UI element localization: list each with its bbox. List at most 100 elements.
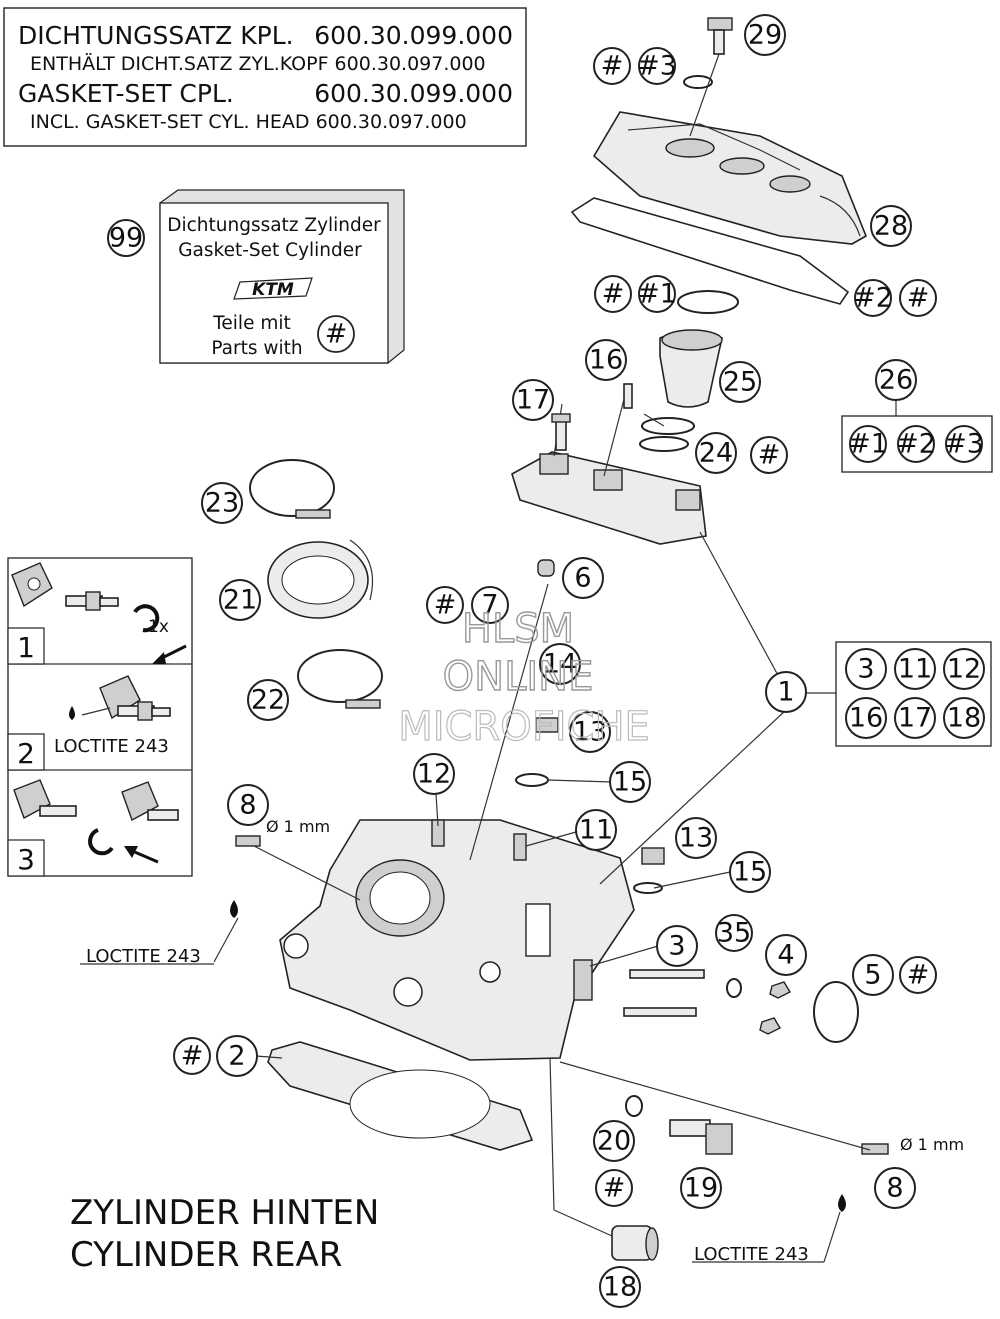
svg-text:1: 1 [777, 677, 794, 708]
jets-8 [230, 835, 889, 1212]
step-2-number: 2 [17, 737, 35, 770]
callout-layer: 29##328##1#2#1625172624#23621#7141221312… [173, 14, 985, 1308]
svg-text:#: # [907, 960, 930, 991]
svg-text:#: # [181, 1041, 204, 1072]
svg-text:#: # [325, 319, 348, 350]
o-ring-5 [813, 981, 859, 1043]
temp-sensor-19 [625, 1095, 733, 1155]
kit-1-item-16: 16 [845, 697, 887, 739]
callout-23: 23 [201, 482, 243, 524]
svg-text:#3: #3 [637, 51, 677, 82]
svg-text:12: 12 [417, 759, 451, 790]
svg-text:7: 7 [481, 590, 498, 621]
svg-text:KTM: KTM [252, 280, 294, 300]
svg-text:23: 23 [205, 488, 239, 519]
svg-text:21: 21 [223, 585, 257, 616]
footer-line1: ZYLINDER HINTEN [70, 1193, 379, 1233]
callout-hash: # [593, 47, 631, 85]
washer-35 [726, 978, 742, 998]
svg-text:8: 8 [886, 1173, 903, 1204]
gasket-box-line2: Gasket-Set Cylinder [178, 240, 362, 261]
loctite-label-bottom: LOCTITE 243 [694, 1244, 809, 1265]
svg-text:24: 24 [699, 438, 733, 469]
diagram-footer: ZYLINDER HINTEN CYLINDER REAR [70, 1193, 379, 1275]
dia-label-top: Ø 1 mm [266, 817, 330, 836]
callout-25: 25 [719, 361, 761, 403]
callout-99: 99 [107, 219, 145, 257]
callout-hash: # [750, 436, 788, 474]
dimension-labels: Ø 1 mm Ø 1 mm LOCTITE 243 LOCTITE 243 [86, 817, 964, 1265]
gasket-box-line3: Teile mit [212, 313, 291, 334]
svg-text:2: 2 [228, 1041, 245, 1072]
ring-small [677, 290, 739, 314]
svg-text:#1: #1 [848, 429, 888, 460]
callout-29: 29 [744, 14, 786, 56]
kit-1-item-11: 11 [894, 648, 936, 690]
svg-text:#: # [602, 279, 625, 310]
callout-16: 16 [585, 339, 627, 381]
loctite-label-left: LOCTITE 243 [86, 946, 201, 967]
svg-text:17: 17 [516, 385, 550, 416]
header-line3-number: 600.30.099.000 [314, 79, 513, 108]
callout-11: 11 [575, 809, 617, 851]
svg-text:15: 15 [733, 857, 767, 888]
gasket-box-line4: Parts with [211, 338, 302, 359]
svg-text:#: # [907, 283, 930, 314]
svg-text:16: 16 [589, 345, 623, 376]
svg-text:13: 13 [679, 823, 713, 854]
studs-3 [623, 969, 705, 1017]
callout-hash: # [594, 275, 632, 313]
dia-label-bottom: Ø 1 mm [900, 1135, 964, 1154]
svg-text:3: 3 [857, 654, 874, 685]
callout-8: 8 [227, 784, 269, 826]
callout-21: 21 [219, 579, 261, 621]
callout-19: 19 [680, 1167, 722, 1209]
callout-hash: # [426, 586, 464, 624]
head-gasket-2 [267, 1041, 534, 1151]
plug-18 [611, 1225, 659, 1261]
svg-text:#2: #2 [853, 283, 893, 314]
valve-cover-28 [592, 111, 868, 245]
header-line1-number: 600.30.099.000 [314, 21, 513, 50]
svg-text:11: 11 [898, 654, 932, 685]
nozzle-6 [537, 559, 555, 577]
o-rings-24 [639, 417, 695, 452]
callout-15: 15 [609, 761, 651, 803]
step-1-number: 1 [17, 631, 35, 664]
callout-13: 13 [675, 817, 717, 859]
svg-text:#: # [434, 590, 457, 621]
valve-cover-gasket [570, 197, 850, 305]
svg-text:3: 3 [668, 931, 685, 962]
leader-lines [80, 398, 897, 1263]
callout-hash2: #2 [853, 279, 893, 317]
step-3-number: 3 [17, 843, 35, 876]
svg-text:#: # [603, 1173, 626, 1204]
callout-1: 1 [765, 671, 807, 713]
svg-text:25: 25 [723, 367, 757, 398]
kit-26-item-hash2: #2 [896, 425, 936, 463]
svg-text:14: 14 [543, 649, 577, 680]
step-2-illustration: LOCTITE 243 [54, 675, 171, 757]
watermark-line2: ONLINE [443, 654, 594, 700]
callout-20: 20 [593, 1120, 635, 1162]
gasket-set-header: DICHTUNGSSATZ KPL. 600.30.099.000 ENTHÄL… [3, 7, 527, 147]
svg-text:35: 35 [717, 918, 751, 949]
kit-1-item-12: 12 [943, 648, 985, 690]
plug-25 [659, 329, 723, 408]
svg-text:26: 26 [879, 365, 913, 396]
watermark-line1: HLSM [462, 606, 574, 652]
footer-line2: CYLINDER REAR [70, 1235, 342, 1275]
header-line4: INCL. GASKET-SET CYL. HEAD 600.30.097.00… [30, 111, 467, 133]
svg-text:22: 22 [251, 685, 285, 716]
svg-text:#: # [758, 440, 781, 471]
callout-18: 18 [599, 1266, 641, 1308]
parts-with-symbol [317, 315, 355, 353]
callout-12: 12 [413, 753, 455, 795]
callout-28: 28 [870, 205, 912, 247]
svg-text:20: 20 [597, 1126, 631, 1157]
callout-26: 26 [875, 359, 917, 401]
step-1-illustration: 1x [11, 562, 187, 664]
callout-15: 15 [729, 851, 771, 893]
svg-text:8: 8 [239, 790, 256, 821]
